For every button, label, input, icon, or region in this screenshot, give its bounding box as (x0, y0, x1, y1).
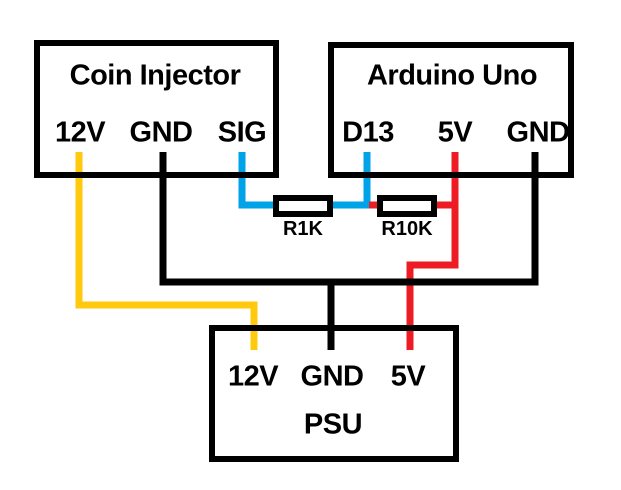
coin-injector-title: Coin Injector (69, 59, 241, 92)
resistor-r1k-label: R1K (282, 218, 324, 240)
psu-pin-12v: 12V (227, 360, 279, 393)
psu-pin-5v: 5V (390, 360, 426, 393)
psu-box (209, 325, 459, 462)
arduino-pin-5v: 5V (437, 116, 473, 149)
arduino-title: Arduino Uno (366, 59, 538, 92)
arduino-pin-d13: D13 (342, 116, 394, 149)
resistor-r10k-body (377, 195, 437, 217)
wire-5v-red (406, 152, 459, 350)
wire-12v-yellow (75, 152, 258, 350)
coin-pin-gnd: GND (129, 116, 193, 149)
arduino-pin-gnd: GND (506, 116, 570, 149)
coin-pin-12v: 12V (54, 116, 106, 149)
resistor-r10k-label: R10K (381, 218, 433, 240)
psu-pin-gnd: GND (300, 360, 364, 393)
coin-pin-sig: SIG (217, 116, 267, 149)
psu-title: PSU (303, 408, 363, 441)
resistor-r1k-body (273, 195, 333, 217)
